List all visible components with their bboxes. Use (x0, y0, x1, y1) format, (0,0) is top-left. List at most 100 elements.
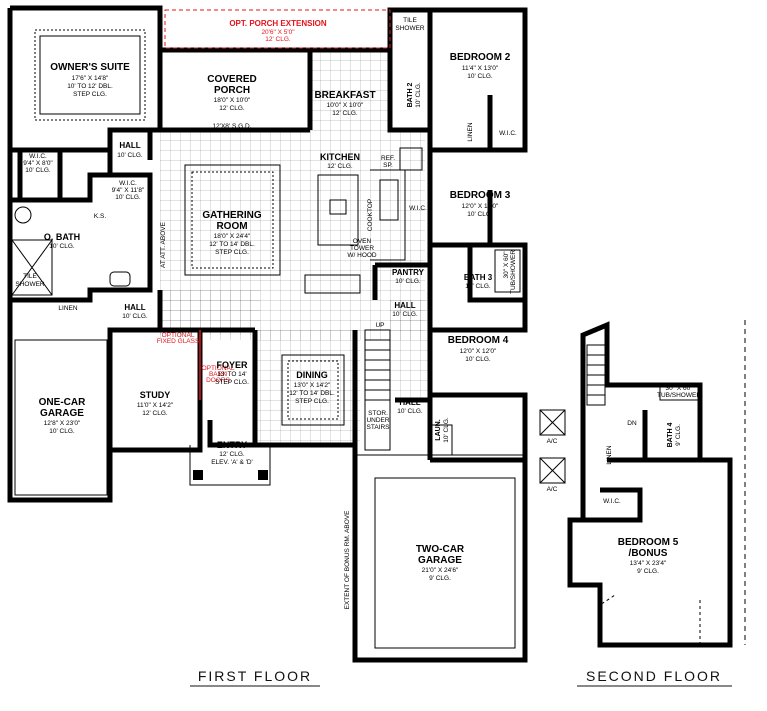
ref-space (399, 147, 423, 171)
kitchen-clg: 12' CLG. (327, 163, 353, 170)
foyer-clg2: STEP CLG. (215, 379, 249, 386)
ac-label-2: A/C (547, 486, 558, 493)
kitchen-name: KITCHEN (320, 152, 360, 162)
covered-porch-clg: 12' CLG. (219, 105, 245, 112)
covered-porch-name: COVERED (207, 74, 256, 85)
cooktop-label: COOKTOP (367, 199, 374, 231)
hall-mid-name: HALL (394, 301, 415, 310)
breakfast-dims: 10'0" X 10'0" (327, 102, 364, 109)
dining-name: DINING (296, 370, 328, 380)
owner-shower-box (11, 239, 53, 296)
tub-b3: 30" X 60" (503, 251, 510, 279)
gathering-clg: 12' TO 14' DBL. (209, 241, 255, 248)
dining-step-ceiling (281, 354, 345, 426)
entry-porch (189, 445, 271, 486)
wall-bath2 (387, 50, 433, 150)
bath2-name: BATH 2 (407, 83, 414, 108)
stor-label3: STAIRS (367, 424, 391, 431)
bedroom5-name: BEDROOM 5 (618, 537, 679, 548)
bedroom2-name: BEDROOM 2 (450, 52, 511, 63)
bedroom4-dims: 12'0" X 12'0" (460, 348, 497, 355)
tile-floor-breakfast (310, 50, 390, 130)
two-car-name: TWO-CAR (416, 544, 465, 555)
hall-left-name: HALL (124, 303, 145, 312)
gathering-step-ceiling (184, 164, 281, 276)
linen-left: LINEN (58, 305, 77, 312)
entry-clg: 12' CLG. (219, 451, 245, 458)
bath3-clg: 10' CLG. (465, 283, 491, 290)
wic-owner1-dims: 9'4" X 8'0" (23, 160, 53, 167)
ac-label-1: A/C (547, 438, 558, 445)
porch-extension-outline (164, 9, 391, 49)
laun-clg: 10' CLG. (443, 417, 450, 443)
tub-b3-2: TUB/SHOWER (510, 250, 517, 294)
two-car-garage-slab (374, 477, 516, 649)
breakfast-name: BREAKFAST (314, 90, 375, 101)
oven-label2: TOWER (350, 245, 374, 252)
one-car-garage-slab (14, 339, 108, 496)
attic-note: AT ATT. ABOVE (160, 221, 167, 268)
owners-suite-name: OWNER'S SUITE (50, 62, 130, 73)
dining-clg: 12' TO 14' DBL. (289, 390, 335, 397)
obath-name: O. BATH (44, 232, 80, 242)
covered-porch-name2: PORCH (214, 85, 250, 96)
wic-owner1-name: W.I.C. (29, 153, 47, 160)
two-car-clg: 9' CLG. (429, 575, 451, 582)
hall-top-clg: 10' CLG. (117, 152, 143, 159)
stor-label: STOR. (368, 410, 388, 417)
ref-sp2: SP. (383, 162, 393, 169)
ks-label: K.S. (94, 213, 106, 220)
linen-b5: LINEN (606, 445, 613, 464)
wic-owner2-name: W.I.C. (119, 180, 137, 187)
opt-glass: OPTIONAL (162, 332, 195, 339)
owners-suite-inner-ceiling (39, 35, 141, 115)
ref-sp: REF. (381, 155, 395, 162)
wic-b5: W.I.C. (603, 498, 621, 505)
foyer-name: FOYER (216, 360, 248, 370)
entry-name: ENTRY (217, 440, 247, 450)
laun-name: LAUN. (435, 419, 442, 440)
porch-ext-clg: 12' CLG. (265, 36, 291, 43)
wall-obath (10, 172, 153, 303)
bath3-tub (494, 249, 521, 293)
tile-shower-left: TILE (23, 273, 37, 280)
wall-wic1 (10, 147, 63, 200)
foyer-clg: 13' TO 14' (217, 371, 246, 378)
tile-floor-hall-right (390, 300, 430, 400)
bedroom5-name2: /BONUS (629, 548, 668, 559)
dn-label: DN (627, 420, 637, 427)
kitchen-counter (370, 169, 406, 261)
tile-shower-left2: SHOWER (15, 281, 45, 288)
study-name: STUDY (140, 390, 171, 400)
wall-wic-b5 (583, 487, 643, 523)
stor-label2: UNDER (366, 417, 389, 424)
owner-sink-1 (14, 206, 32, 224)
kitchen-island (317, 174, 359, 246)
bedroom4-name: BEDROOM 4 (448, 335, 509, 346)
gathering-name: GATHERING (202, 210, 261, 221)
cooktop (379, 179, 399, 221)
bonus-extent: EXTENT OF BONUS RM. ABOVE (344, 510, 351, 610)
opt-barn2: BARN (209, 371, 227, 378)
covered-porch-door: 12'X8' S.G.D. (213, 123, 252, 130)
first-floor-title: FIRST FLOOR (198, 668, 312, 684)
wall-east (160, 7, 528, 463)
wic-owner2-dims: 9'4" X 11'8" (112, 187, 145, 194)
linen-b2: LINEN (467, 122, 474, 141)
tile-shower-top: TILE (403, 17, 417, 24)
wall-two-car-garage (352, 445, 528, 663)
hall-top-name: HALL (119, 141, 140, 150)
entry-elev: ELEV. 'A' & 'D' (211, 459, 253, 466)
opt-barn3: DOORS (206, 377, 231, 384)
oven-label: OVEN (353, 238, 372, 245)
oven-label3: W/ HOOD (347, 252, 377, 259)
gathering-dims: 18'0" X 24'4" (214, 233, 251, 240)
bath2-clg: 10' CLG. (415, 82, 422, 108)
porch-ext-name: OPT. PORCH EXTENSION (229, 19, 327, 28)
one-car-dims: 12'8" X 23'0" (44, 420, 81, 427)
covered-porch-dims: 18'0" X 10'0" (214, 97, 251, 104)
bath4-name: BATH 4 (667, 423, 674, 448)
wic-owner2-clg: 10' CLG. (115, 194, 141, 201)
bedroom3-dims: 12'0" X 12'0" (462, 203, 499, 210)
